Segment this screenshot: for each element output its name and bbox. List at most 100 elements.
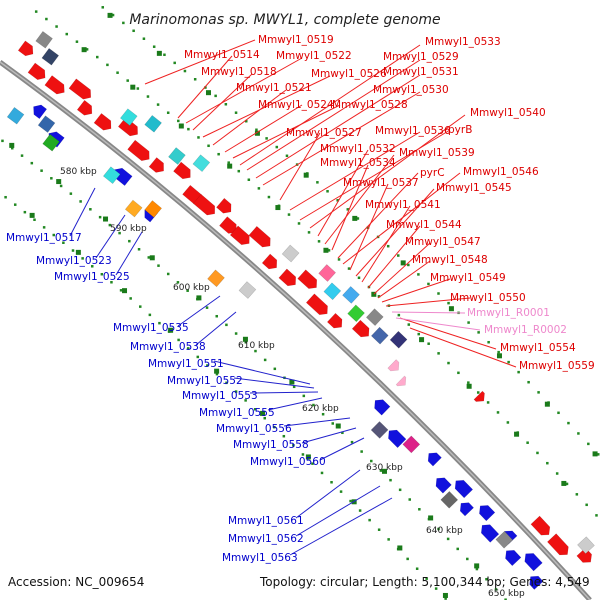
scale-dot bbox=[42, 226, 46, 229]
gene-box-shape bbox=[370, 326, 389, 345]
gene-label[interactable]: Mmwyl1_0548 bbox=[412, 254, 488, 266]
scale-dot bbox=[23, 210, 27, 214]
gene-label[interactable]: Mmwyl1_0547 bbox=[405, 236, 481, 248]
reverse-gene-box bbox=[6, 106, 25, 125]
scale-dot bbox=[81, 257, 84, 260]
kbp-label-580: 580 kbp bbox=[60, 167, 97, 177]
scale-tick bbox=[303, 172, 309, 178]
scale-dot bbox=[265, 137, 268, 140]
topology-summary-text: Topology: circular; Length: 5,100,344 bp… bbox=[259, 575, 590, 589]
reverse-gene-box bbox=[370, 421, 389, 439]
gene-label[interactable]: Mmwyl1_0538 bbox=[130, 341, 206, 353]
scale-dot bbox=[302, 394, 306, 398]
gene-label[interactable]: Mmwyl1_0532 bbox=[320, 143, 396, 155]
gene-label[interactable]: Mmwyl1_0536 bbox=[375, 125, 451, 137]
gene-label[interactable]: Mmwyl1_0544 bbox=[386, 219, 462, 231]
gene-label[interactable]: Mmwyl1_0537 bbox=[343, 177, 419, 189]
gene-label[interactable]: Mmwyl1_0550 bbox=[450, 292, 526, 304]
gene-label[interactable]: Mmwyl1_0529 bbox=[383, 51, 459, 63]
scale-tick bbox=[592, 451, 598, 457]
forward-gene-arrow bbox=[547, 533, 569, 556]
gene-label[interactable]: Mmwyl1_0559 bbox=[519, 360, 595, 372]
scale-dot bbox=[119, 289, 123, 292]
gene-label[interactable]: Mmwyl1_0551 bbox=[148, 358, 224, 370]
scale-tick bbox=[122, 288, 128, 294]
gene-label[interactable]: Mmwyl1_0562 bbox=[228, 533, 304, 545]
scale-dot bbox=[166, 272, 170, 276]
gene-arrow-shape bbox=[374, 399, 391, 416]
leader-line bbox=[283, 417, 351, 427]
gene-label[interactable]: Mmwyl1_0527 bbox=[286, 127, 362, 139]
forward-gene-box bbox=[35, 31, 53, 49]
gene-label[interactable]: Mmwyl1_0517 bbox=[6, 232, 82, 244]
gene-label[interactable]: Mmwyl1_0523 bbox=[36, 255, 112, 267]
scale-tick bbox=[289, 379, 295, 385]
gene-label[interactable]: pyrB bbox=[448, 124, 472, 136]
gene-label[interactable]: Mmwyl1_0514 bbox=[184, 49, 260, 61]
reverse-gene-box bbox=[495, 530, 514, 549]
gene-label[interactable]: Mmwyl1_0555 bbox=[199, 407, 275, 419]
gene-label[interactable]: Mmwyl1_0519 bbox=[258, 34, 334, 46]
gene-label[interactable]: Mmwyl1_0535 bbox=[113, 322, 189, 334]
gene-label[interactable]: Mmwyl1_0546 bbox=[463, 166, 539, 178]
gene-label[interactable]: Mmwyl1_0556 bbox=[216, 423, 292, 435]
forward-gene-box bbox=[365, 308, 384, 327]
gene-label[interactable]: Mmwyl1_0522 bbox=[276, 50, 352, 62]
scale-dot bbox=[597, 453, 600, 456]
gene-box-shape bbox=[41, 48, 60, 66]
forward-gene-arrow bbox=[93, 113, 112, 131]
forward-gene-arrow bbox=[326, 312, 343, 329]
gene-label[interactable]: pyrC bbox=[420, 167, 445, 179]
gene-label[interactable]: Mmwyl1_0528 bbox=[332, 99, 408, 111]
scale-tick bbox=[335, 423, 341, 429]
forward-gene-arrow bbox=[44, 75, 65, 95]
leader-line bbox=[289, 497, 393, 556]
gene-arrow-shape bbox=[388, 429, 407, 449]
forward-gene-box bbox=[318, 264, 336, 282]
reverse-gene-arrow bbox=[529, 575, 544, 590]
reverse-gene-box bbox=[144, 200, 162, 218]
scale-dot bbox=[4, 195, 7, 199]
scale-dot bbox=[100, 272, 104, 276]
forward-gene-box bbox=[389, 330, 408, 349]
leader-line bbox=[367, 225, 421, 289]
gene-label[interactable]: Mmwyl1_0558 bbox=[233, 439, 309, 451]
gene-label[interactable]: Mmwyl1_0534 bbox=[320, 157, 396, 169]
rna-label[interactable]: Mmwyl1_R0001 bbox=[467, 307, 550, 319]
gene-box-shape bbox=[124, 199, 143, 218]
gene-label[interactable]: Mmwyl1_0563 bbox=[222, 552, 298, 564]
gene-label[interactable]: Mmwyl1_0530 bbox=[373, 84, 449, 96]
scale-dot bbox=[555, 472, 559, 475]
scale-tick bbox=[352, 215, 358, 221]
gene-label[interactable]: Mmwyl1_0553 bbox=[182, 390, 258, 402]
gene-label[interactable]: Mmwyl1_0525 bbox=[54, 271, 130, 283]
gene-label[interactable]: Mmwyl1_0539 bbox=[399, 147, 475, 159]
gene-arrow-shape bbox=[480, 524, 500, 543]
gene-label[interactable]: Mmwyl1_0540 bbox=[470, 107, 546, 119]
forward-gene-arrow bbox=[216, 197, 232, 214]
gene-arrow-shape bbox=[459, 502, 474, 517]
gene-label[interactable]: Mmwyl1_0541 bbox=[365, 199, 441, 211]
gene-label[interactable]: Mmwyl1_0560 bbox=[250, 456, 326, 468]
gene-label[interactable]: Mmwyl1_0549 bbox=[430, 272, 506, 284]
gene-label[interactable]: Mmwyl1_0554 bbox=[500, 342, 576, 354]
gene-box-shape bbox=[35, 31, 53, 49]
scale-dot bbox=[349, 499, 352, 503]
gene-label[interactable]: Mmwyl1_0518 bbox=[201, 66, 277, 78]
gene-label[interactable]: Mmwyl1_0561 bbox=[228, 515, 304, 527]
rna-label[interactable]: Mmwyl1_R0002 bbox=[484, 324, 567, 336]
gene-label[interactable]: Mmwyl1_0526 bbox=[311, 68, 387, 80]
gene-label[interactable]: Mmwyl1_0533 bbox=[425, 36, 501, 48]
scale-dot bbox=[316, 181, 319, 184]
leader-line bbox=[317, 149, 369, 237]
leader-line bbox=[295, 469, 361, 519]
scale-dot bbox=[186, 347, 190, 350]
gene-label[interactable]: Mmwyl1_0552 bbox=[167, 375, 243, 387]
scale-tick bbox=[254, 130, 260, 136]
gene-label[interactable]: Mmwyl1_0545 bbox=[436, 182, 512, 194]
scale-dot bbox=[427, 282, 430, 286]
gene-label[interactable]: Mmwyl1_0521 bbox=[236, 82, 312, 94]
gene-label[interactable]: Mmwyl1_0524 bbox=[258, 99, 334, 111]
gene-label[interactable]: Mmwyl1_0531 bbox=[383, 66, 459, 78]
